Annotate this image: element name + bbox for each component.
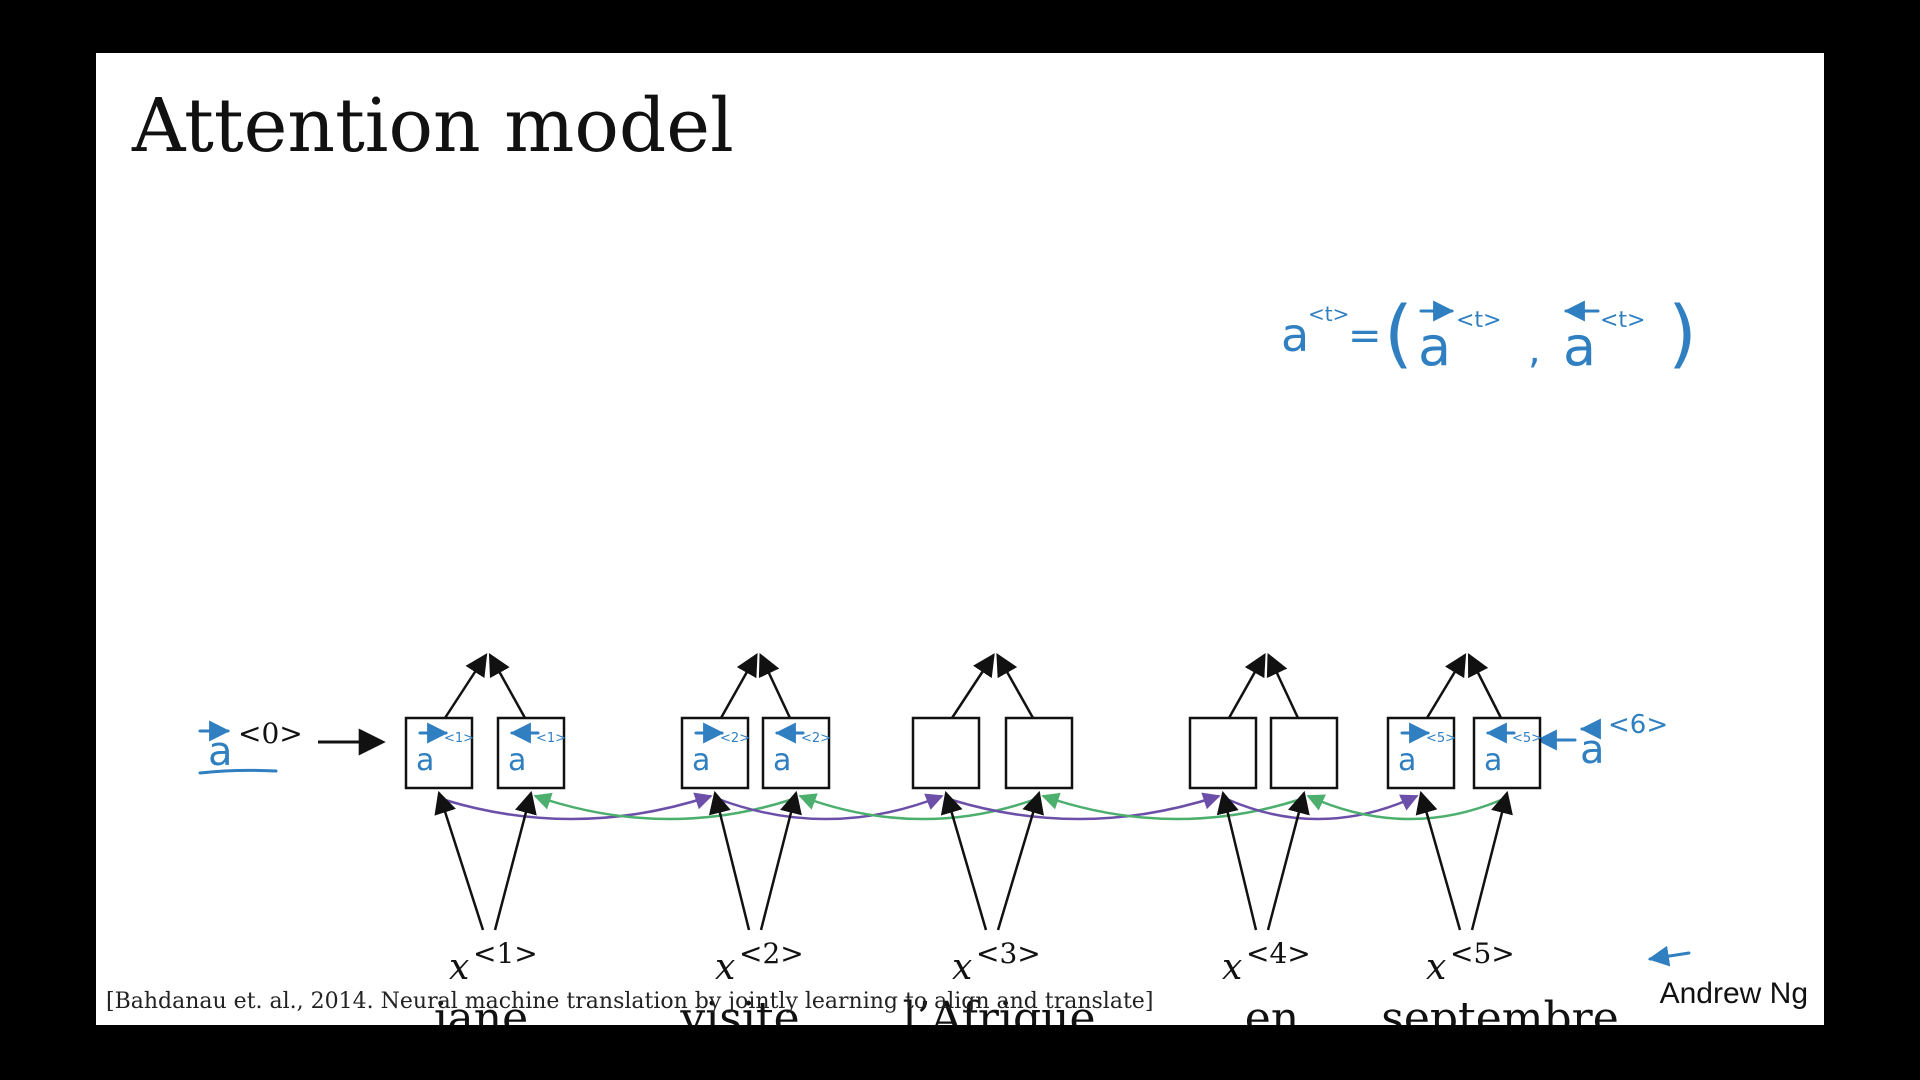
output-arrow <box>1266 652 1300 719</box>
backward-cell <box>761 716 831 790</box>
author-name: Andrew Ng <box>1659 977 1808 1010</box>
a6-symbol: a <box>1580 727 1605 773</box>
formula-bwd-sup: <t> <box>1600 308 1646 333</box>
forward-cell-label: a <box>416 743 434 778</box>
forward-recurrent-arc <box>444 792 713 821</box>
input-arrow <box>1415 790 1462 931</box>
backward-cell <box>1472 716 1542 790</box>
formula-close-paren: ) <box>1668 291 1697 377</box>
formula-bwd: a <box>1563 315 1596 378</box>
septembre-pointer-arrow-icon <box>1647 945 1691 967</box>
forward-cell-label: a <box>692 743 710 778</box>
backward-cell <box>1004 716 1074 790</box>
input-x-label: x <box>1426 947 1446 988</box>
backward-cell <box>1269 716 1339 790</box>
input-word: l’Afrique <box>903 993 1096 1025</box>
backward-cell-label: a <box>1484 743 1502 778</box>
output-arrow <box>1425 653 1467 719</box>
input-word: en <box>1245 993 1299 1025</box>
underline-icon <box>198 768 278 775</box>
input-x-label: x <box>1222 947 1242 988</box>
attention-diagram: a <t> = ( a <t> , a <t> ) a <0> a <6> <box>198 291 1697 1025</box>
recurrent-connections <box>444 792 1502 821</box>
input-word: visite <box>679 993 799 1025</box>
a0-symbol: a <box>208 729 233 775</box>
formula-fwd: a <box>1418 315 1451 378</box>
forward-cell <box>1188 716 1258 790</box>
initial-forward-activation: a <0> <box>198 717 386 775</box>
input-x-sup: <2> <box>739 937 804 970</box>
input-arrow <box>434 790 485 931</box>
input-x-sup: <5> <box>1450 937 1515 970</box>
output-arrow <box>443 653 488 719</box>
input-word: jane <box>429 993 528 1025</box>
output-arrow <box>950 653 995 719</box>
formula-fwd-sup: <t> <box>1456 308 1502 333</box>
backward-cell-label: a <box>508 743 526 778</box>
backward-recurrent-arc <box>1306 794 1502 821</box>
input-arrow <box>1266 790 1310 931</box>
output-arrow <box>488 653 527 719</box>
a0-sup: <0> <box>238 717 303 750</box>
formula-equals: = <box>1348 313 1382 359</box>
formula-open-paren: ( <box>1384 291 1413 377</box>
input-arrow <box>996 790 1044 931</box>
forward-cell-sup: <5> <box>1426 731 1456 746</box>
backward-recurrent-arc <box>533 792 791 821</box>
backward-cell-sup: <5> <box>1512 731 1542 746</box>
input-arrow <box>708 790 751 931</box>
backward-cell-sup: <1> <box>536 731 566 746</box>
input-x-label: x <box>952 947 972 988</box>
a6-sup: <6> <box>1608 710 1668 740</box>
input-x-sup: <3> <box>976 937 1041 970</box>
output-arrow <box>1227 653 1266 719</box>
backward-cell-sup: <2> <box>801 731 831 746</box>
formula-comma: , <box>1528 327 1541 373</box>
forward-recurrent-arc <box>951 792 1221 821</box>
forward-cell <box>911 716 981 790</box>
input-arrow <box>493 790 537 931</box>
input-word: septembre <box>1381 993 1618 1025</box>
forward-recurrent-arc <box>720 793 944 821</box>
output-arrow <box>1467 652 1503 719</box>
input-x-label: x <box>449 947 469 988</box>
input-x-label: x <box>715 947 735 988</box>
backward-cell <box>496 716 566 790</box>
input-x-sup: <4> <box>1246 937 1311 970</box>
initial-backward-activation: a <6> <box>1535 710 1668 773</box>
slide-title: Attention model <box>132 83 734 169</box>
formula: a <t> = ( a <t> , a <t> ) <box>1281 291 1697 378</box>
backward-cell-label: a <box>773 743 791 778</box>
forward-recurrent-arc <box>1228 794 1419 821</box>
input-arrow <box>1216 790 1258 931</box>
forward-cell-sup: <1> <box>444 731 474 746</box>
output-arrow <box>996 653 1035 719</box>
citation: [Bahdanau et. al., 2014. Neural machine … <box>106 989 1154 1014</box>
formula-lhs-sup: <t> <box>1308 302 1349 326</box>
input-arrow <box>940 790 988 931</box>
output-arrow <box>719 653 758 719</box>
forward-cell-sup: <2> <box>720 731 750 746</box>
input-x-sup: <1> <box>473 937 538 970</box>
output-arrow <box>758 652 792 719</box>
formula-lhs: a <box>1281 308 1309 362</box>
slide: Attention model a <t> = ( a <t> , <box>96 53 1824 1025</box>
backward-recurrent-arc <box>798 793 1034 821</box>
forward-cell-label: a <box>1398 743 1416 778</box>
input-arrow <box>1470 790 1513 931</box>
bidirectional-cells: a<1>a<1>x<1>janea<2>a<2>x<2>visitex<3>l’… <box>404 652 1619 1025</box>
input-arrow <box>759 790 802 931</box>
backward-recurrent-arc <box>1041 792 1299 821</box>
forward-cell <box>680 716 750 790</box>
